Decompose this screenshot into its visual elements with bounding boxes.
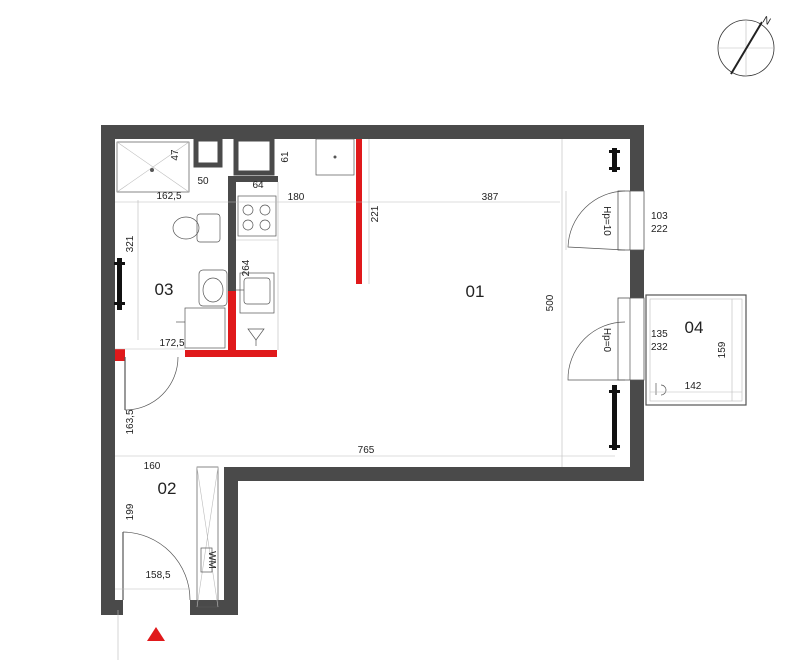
windows-and-doors: Hp=10 Hp=0	[565, 148, 645, 450]
dim-159: 159	[717, 341, 728, 358]
bathroom-fixtures	[114, 141, 228, 349]
dim-222: 222	[651, 224, 668, 235]
dim-172-5: 172,5	[159, 338, 184, 349]
room-02-label: 02	[158, 479, 177, 498]
dimension-labels: 47 162,5 50 61 64 180 387 221 321 264 50…	[125, 149, 728, 581]
dim-221: 221	[370, 205, 381, 222]
dim-162-5: 162,5	[156, 191, 181, 202]
room-01-label: 01	[466, 282, 485, 301]
dim-50: 50	[197, 176, 209, 187]
dim-135: 135	[651, 329, 668, 340]
dim-321: 321	[125, 235, 136, 252]
dim-500: 500	[545, 294, 556, 311]
dim-387: 387	[482, 192, 499, 203]
kitchen-fixtures	[235, 138, 355, 350]
dim-180: 180	[288, 192, 305, 203]
dim-61: 61	[280, 151, 291, 163]
wm-label: WM	[206, 551, 217, 569]
dim-103: 103	[651, 211, 668, 222]
dim-163-5: 163,5	[125, 409, 136, 434]
window-label-upper: Hp=10	[601, 206, 612, 236]
dim-64: 64	[252, 180, 264, 191]
balcony	[645, 294, 747, 406]
north-arrow: N	[717, 15, 775, 77]
dim-264: 264	[241, 259, 252, 276]
room-03-label: 03	[155, 280, 174, 299]
dim-765: 765	[358, 445, 375, 456]
dimension-lines	[115, 139, 742, 590]
room-04-label: 04	[685, 318, 704, 337]
north-label: N	[761, 15, 773, 28]
window-label-lower: Hp=0	[601, 328, 612, 353]
highlighted-walls	[115, 139, 362, 361]
dim-47: 47	[170, 149, 181, 161]
dim-199: 199	[125, 503, 136, 520]
dim-232: 232	[651, 342, 668, 353]
hallway-fixtures	[117, 356, 219, 660]
dim-160: 160	[144, 461, 161, 472]
walls	[101, 125, 644, 615]
room-labels: 01 02 03 04	[155, 280, 704, 498]
dim-142: 142	[685, 381, 702, 392]
dim-158-5: 158,5	[145, 570, 170, 581]
